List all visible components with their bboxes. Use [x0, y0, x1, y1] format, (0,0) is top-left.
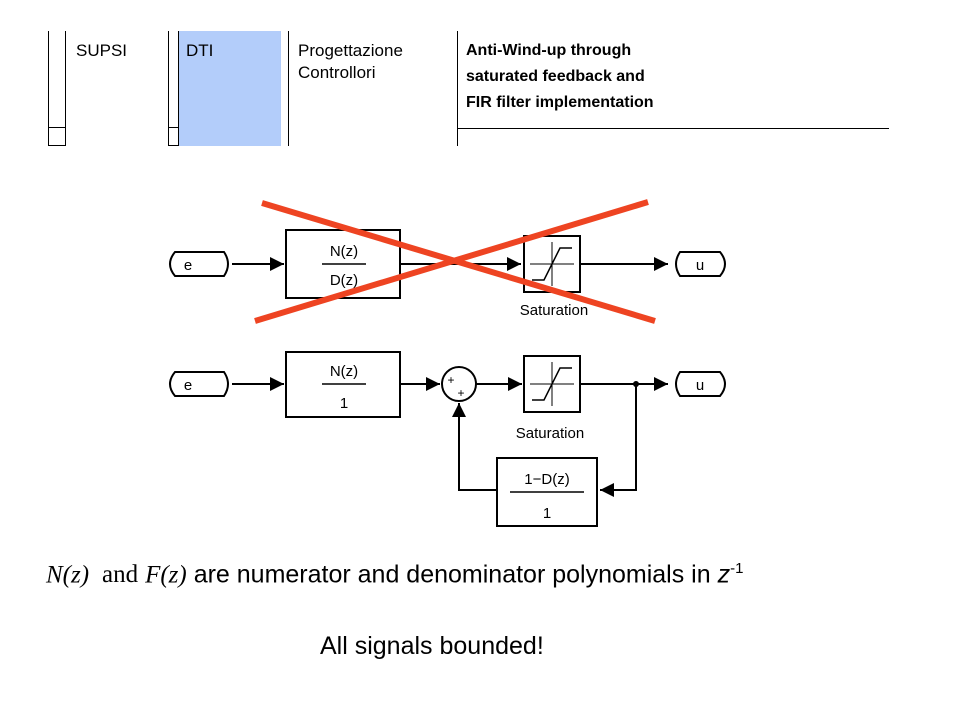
top-saturation-label: Saturation	[520, 302, 588, 319]
bottom-input-label: e	[184, 377, 192, 394]
header-title-line1: Anti-Wind-up through	[466, 42, 632, 59]
header-divider-1	[288, 31, 289, 146]
feedback-block	[496, 457, 598, 527]
top-input-port	[169, 251, 229, 277]
feedback-denominator: 1	[543, 505, 551, 522]
dti-highlight	[179, 31, 281, 146]
header-course-line2: Controllori	[298, 63, 376, 82]
caption-and: and	[102, 561, 139, 589]
cross-line-2	[254, 199, 649, 324]
caption-text: are numerator and denominator polynomial…	[193, 560, 711, 589]
header-title-line2: saturated feedback and	[466, 68, 645, 85]
caption: N(z) and F(z) are numerator and denomina…	[46, 560, 743, 589]
conclusion-text: All signals bounded!	[320, 632, 544, 660]
header-marker-mid	[168, 31, 180, 146]
bottom-output-port	[675, 371, 726, 397]
top-input-label: e	[184, 257, 192, 274]
header-course-line1: Progettazione	[298, 41, 403, 60]
bottom-tf-block	[285, 351, 401, 418]
feedback-wire-down	[600, 384, 637, 497]
header-underline	[457, 128, 889, 129]
bottom-tf-numerator: N(z)	[330, 363, 358, 380]
caption-f-term: F(z)	[145, 561, 187, 589]
caption-z-var: z	[717, 560, 731, 589]
caption-z-exp: -1	[730, 560, 744, 577]
header-supsi: SUPSI	[76, 41, 128, 60]
bottom-output-label: u	[696, 377, 704, 394]
feedback-wire-up	[452, 403, 497, 491]
caption-n-term: N(z)	[46, 561, 90, 589]
bottom-saturation-block	[523, 355, 581, 413]
bottom-tf-denominator: 1	[340, 395, 348, 412]
bottom-input-port	[169, 371, 229, 397]
sum-sign-bottom: +	[457, 386, 464, 400]
top-output-label: u	[696, 257, 704, 274]
top-tf-denominator: D(z)	[330, 272, 358, 289]
feedback-numerator: 1−D(z)	[524, 471, 569, 488]
header-marker-left	[48, 31, 66, 146]
bottom-saturation-label: Saturation	[516, 425, 584, 442]
top-tf-numerator: N(z)	[330, 243, 358, 260]
top-output-port	[675, 251, 726, 277]
header-divider-2	[457, 31, 458, 146]
branch-point	[633, 381, 639, 387]
sum-sign-left: +	[447, 373, 454, 387]
header-title-line3: FIR filter implementation	[466, 94, 654, 111]
header-dti: DTI	[186, 41, 214, 60]
